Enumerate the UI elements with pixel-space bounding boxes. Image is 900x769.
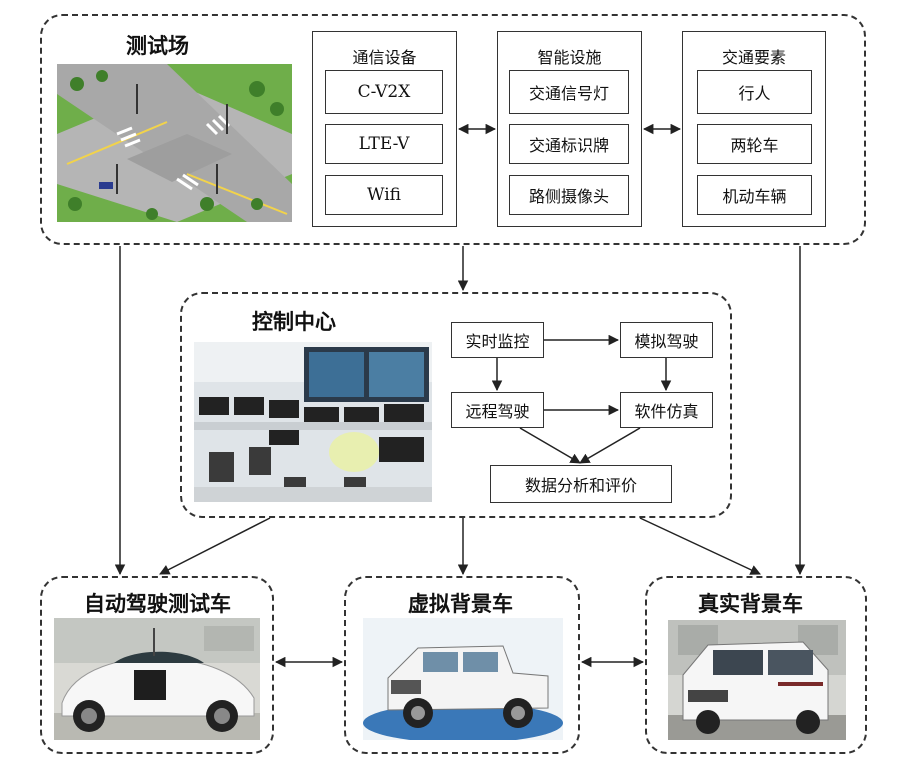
item-traffic-sign: 交通标识牌	[509, 124, 629, 164]
node-data-analysis: 数据分析和评价	[490, 465, 672, 503]
item-wifi: Wifi	[325, 175, 443, 215]
node-realtime-monitor: 实时监控	[451, 322, 544, 358]
test-field-region	[40, 14, 866, 245]
autonomous-test-car-image	[54, 618, 260, 740]
control-center-region	[180, 292, 732, 518]
real-background-car-title: 真实背景车	[698, 592, 803, 616]
traffic-elements-title: 交通要素	[721, 48, 786, 67]
real-background-car-image	[668, 620, 846, 740]
smart-facilities-title: 智能设施	[537, 48, 602, 67]
item-c-v2x: C-V2X	[325, 70, 443, 114]
virtual-background-car-region	[344, 576, 580, 754]
real-background-car-region	[645, 576, 867, 754]
communication-devices-title: 通信设备	[352, 48, 417, 67]
item-motor-vehicle: 机动车辆	[697, 175, 812, 215]
node-software-simulation: 软件仿真	[620, 392, 713, 428]
item-pedestrian: 行人	[697, 70, 812, 114]
node-remote-driving: 远程驾驶	[451, 392, 544, 428]
test-field-title: 测试场	[126, 34, 189, 58]
control-center-title: 控制中心	[252, 310, 336, 334]
virtual-background-car-image	[363, 618, 563, 740]
autonomous-test-car-title: 自动驾驶测试车	[84, 592, 231, 616]
virtual-background-car-title: 虚拟背景车	[408, 592, 513, 616]
item-two-wheeler: 两轮车	[697, 124, 812, 164]
node-simulated-driving: 模拟驾驶	[620, 322, 713, 358]
autonomous-test-car-region	[40, 576, 274, 754]
item-roadside-camera: 路侧摄像头	[509, 175, 629, 215]
intersection-image	[57, 64, 292, 222]
item-traffic-light: 交通信号灯	[509, 70, 629, 114]
control-room-image	[194, 342, 432, 502]
item-lte-v: LTE-V	[325, 124, 443, 164]
